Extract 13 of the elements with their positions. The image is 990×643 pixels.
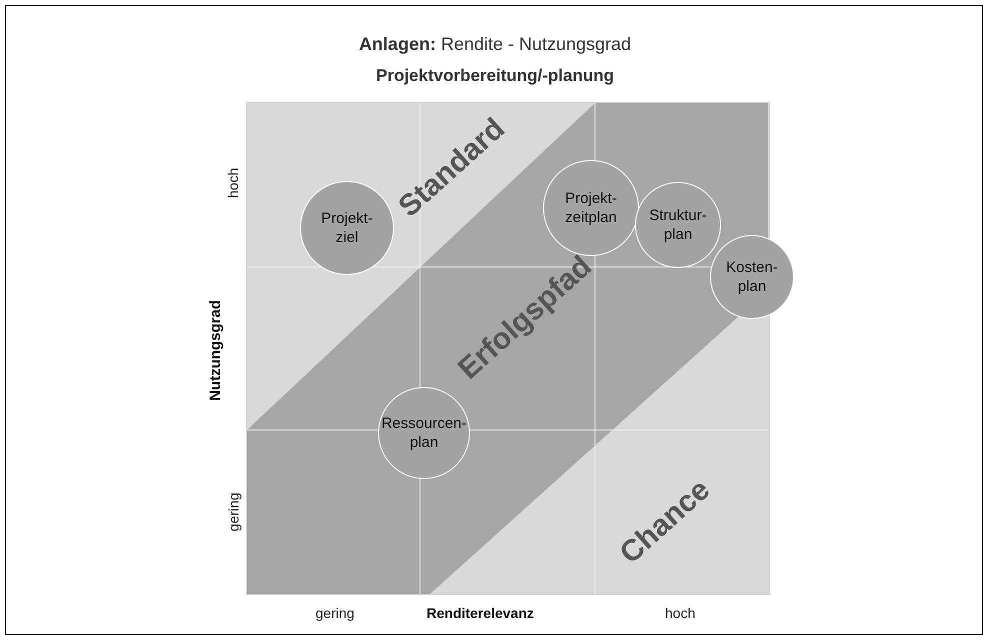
axis-title: Renditerelevanz	[426, 605, 534, 621]
bubble-label: Kosten- plan	[726, 258, 778, 296]
chart-subtitle: Projektvorbereitung/-planung	[376, 66, 614, 86]
bubble-label: Projekt- zeitplan	[565, 189, 617, 227]
axis-tick-label: gering	[224, 492, 241, 532]
axis-title: Nutzungsgrad	[206, 300, 224, 400]
bubble-label: Ressourcen- plan	[381, 414, 467, 452]
bubble-label: Projekt- ziel	[321, 209, 373, 247]
axis-tick-label: gering	[316, 605, 354, 621]
axis-tick-label: hoch	[665, 605, 696, 621]
chart-title: Anlagen: Rendite - Nutzungsgrad	[358, 34, 632, 54]
bubble-label: Struktur- plan	[649, 206, 707, 244]
axis-tick-label: hoch	[225, 168, 242, 198]
